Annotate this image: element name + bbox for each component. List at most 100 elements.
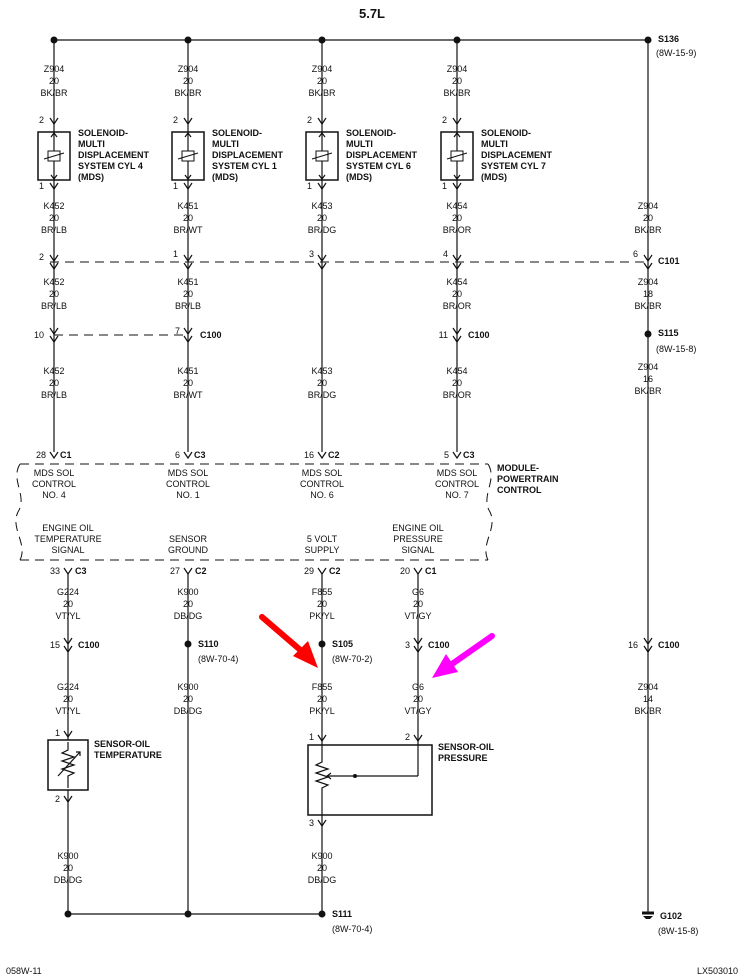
wire-color: VT/YL: [55, 611, 80, 621]
pin-number: 1: [442, 181, 447, 191]
pcm-output-label: MDS SOL: [302, 468, 343, 478]
solenoid-cyl-label: SYSTEM CYL 6: [346, 161, 411, 171]
wire-color: VT/YL: [55, 706, 80, 716]
wire-gauge: 20: [413, 694, 423, 704]
pin-number: 27: [170, 566, 180, 576]
solenoid-mds-label: (MDS): [481, 172, 507, 182]
pcm-input-label: 5 VOLT: [307, 534, 338, 544]
red-arrow-annotation: [259, 614, 318, 668]
wire-gauge: 20: [317, 863, 327, 873]
wire-color: DB/DG: [174, 611, 203, 621]
diagram-title: 5.7L: [359, 6, 385, 21]
pcm-input-label: ENGINE OIL: [42, 523, 94, 533]
wire-circuit: K900: [57, 851, 78, 861]
splice-s110-ref: (8W-70-4): [198, 654, 238, 664]
wire-circuit: Z904: [638, 201, 659, 211]
wire-circuit: K453: [311, 201, 332, 211]
ground-g102-ref: (8W-15-8): [658, 926, 698, 936]
pcm-output-label: NO. 4: [42, 490, 66, 500]
pcm-input-label: PRESSURE: [393, 534, 443, 544]
splice-s105-id: S105: [332, 639, 353, 649]
splice-s110-id: S110: [198, 639, 219, 649]
connector-c3-id: C3: [463, 450, 475, 460]
pcm-input-label: ENGINE OIL: [392, 523, 444, 533]
wire-color: BR/WT: [174, 390, 203, 400]
wire-gauge: 20: [317, 599, 327, 609]
wire-color: VT/GY: [404, 611, 431, 621]
wire-circuit: F855: [312, 587, 333, 597]
splice-s105-ref: (8W-70-2): [332, 654, 372, 664]
connector-c100-id: C100: [78, 640, 100, 650]
sensor-oil-temperature: 1 2 SENSOR-OIL TEMPERATURE: [47, 728, 162, 804]
sensor-temp-label: TEMPERATURE: [94, 750, 162, 760]
solenoid-cyl-label: SYSTEM CYL 4: [78, 161, 143, 171]
solenoid-symbol: [37, 131, 71, 181]
solenoid-cyl-label: SYSTEM CYL 1: [212, 161, 277, 171]
pin-number: 1: [173, 249, 178, 259]
pcm-output-label: CONTROL: [32, 479, 76, 489]
pcm-label: POWERTRAIN: [497, 474, 559, 484]
wire-gauge: 20: [49, 289, 59, 299]
wire-circuit: K451: [177, 201, 198, 211]
connector-c2-id: C2: [328, 450, 340, 460]
wire-circuit: Z904: [638, 362, 659, 372]
wire-circuit: K900: [177, 587, 198, 597]
connector-c1-id: C1: [425, 566, 437, 576]
wire-circuit: Z904: [312, 64, 333, 74]
wire-circuit: G224: [57, 587, 79, 597]
wire-circuit: G6: [412, 682, 424, 692]
pin-number: 20: [400, 566, 410, 576]
wire-color: BK/BR: [174, 88, 202, 98]
wire-circuit: K454: [446, 366, 467, 376]
wire-color: BR/LB: [41, 301, 67, 311]
wire-circuit: K451: [177, 277, 198, 287]
wire-gauge: 20: [452, 378, 462, 388]
pin-number: 2: [307, 115, 312, 125]
solenoid-label: MULTI: [212, 139, 239, 149]
splice-s115-id: S115: [658, 328, 679, 338]
wire-circuit: K454: [446, 277, 467, 287]
splice-s115-ref: (8W-15-8): [656, 344, 696, 354]
wire-circuit: K454: [446, 201, 467, 211]
wire-color: BK/BR: [634, 386, 662, 396]
solenoid-symbol: [171, 131, 205, 181]
wire-color: BR/OR: [443, 225, 472, 235]
wire-color: BR/DG: [308, 390, 337, 400]
solenoid-label: SOLENOID-: [481, 128, 531, 138]
pcm-output-label: MDS SOL: [34, 468, 75, 478]
pin-number: 2: [39, 115, 44, 125]
wire-color: BK/BR: [634, 706, 662, 716]
solenoid-label: DISPLACEMENT: [481, 150, 553, 160]
wire-color: PK/YL: [309, 706, 335, 716]
pin-number: 2: [405, 732, 410, 742]
wire-color: BK/BR: [308, 88, 336, 98]
pin-number: 1: [307, 181, 312, 191]
pin-number: 3: [309, 249, 314, 259]
wire-gauge: 20: [63, 863, 73, 873]
pin-number: 6: [175, 450, 180, 460]
wire-gauge: 20: [49, 378, 59, 388]
pcm-bottom-pins: 33 C3 27 C2 29 C2 20 C1: [50, 566, 437, 576]
sensor-press-label: PRESSURE: [438, 753, 488, 763]
wire-color: BK/BR: [634, 225, 662, 235]
pin-number: 16: [628, 640, 638, 650]
wire-gauge: 20: [317, 694, 327, 704]
wire-color: BK/BR: [634, 301, 662, 311]
connector-c1-id: C1: [60, 450, 72, 460]
wire-color: VT/GY: [404, 706, 431, 716]
wire-color: BK/BR: [40, 88, 68, 98]
pin-number: 10: [34, 330, 44, 340]
pcm-input-label: SIGNAL: [51, 545, 84, 555]
pin-number: 1: [55, 728, 60, 738]
pin-number: 3: [309, 818, 314, 828]
wire-circuit: Z904: [638, 682, 659, 692]
pcm-module: MODULE- POWERTRAIN CONTROL MDS SOL CONTR…: [15, 463, 559, 561]
connector-c100-id: C100: [200, 330, 222, 340]
wire-circuit: G6: [412, 587, 424, 597]
pcm-output-label: NO. 1: [176, 490, 200, 500]
pin-number: 29: [304, 566, 314, 576]
wire-gauge: 20: [183, 213, 193, 223]
footer-left: 058W-11: [6, 966, 42, 976]
pcm-input-label: SIGNAL: [401, 545, 434, 555]
pin-number: 2: [173, 115, 178, 125]
